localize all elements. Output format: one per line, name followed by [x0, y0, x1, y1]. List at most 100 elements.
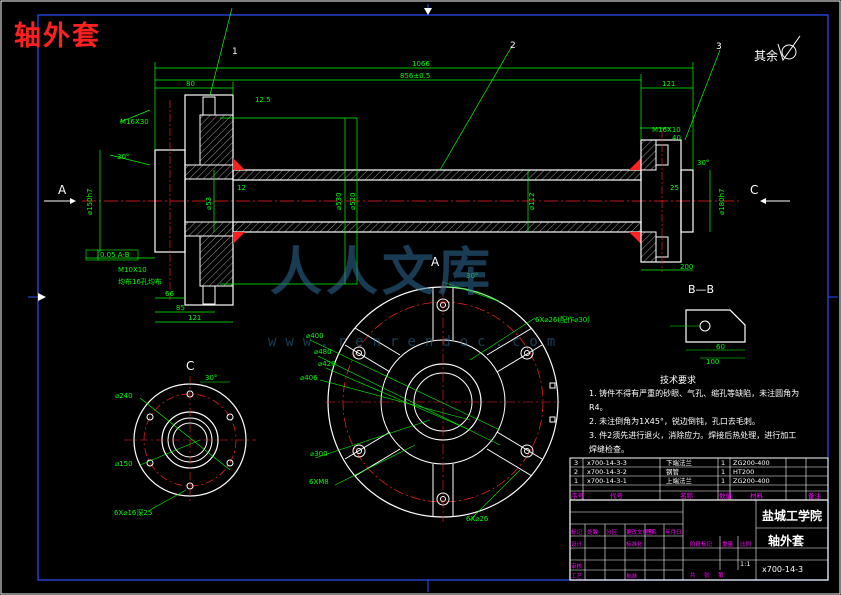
- bom-code: x700-14-3-2: [587, 468, 627, 476]
- section-arrow-a: A: [44, 183, 76, 204]
- tb-label: 更改文件号: [626, 528, 654, 536]
- dim-c-angle: 30°: [205, 374, 217, 382]
- dim-thread-left: M16X30: [120, 118, 149, 126]
- dim-right-flange: 121: [662, 80, 675, 88]
- dim-thread-right: M16X10: [652, 126, 681, 134]
- tech-line: 2. 未注倒角为1X45°，锐边倒钝，孔口去毛刺。: [589, 416, 760, 426]
- dim-d-left: ⌀150h7: [86, 189, 94, 215]
- balloon-1: 1: [232, 47, 238, 57]
- dim-overall: 1066: [412, 60, 430, 68]
- view-a-label: A: [431, 255, 440, 269]
- dim-c-holes: 6X⌀16深25: [114, 508, 152, 517]
- dim-inner: 856±0.5: [400, 72, 430, 80]
- surface-finish-label: 其余: [754, 48, 778, 63]
- balloon-2: 2: [510, 41, 516, 51]
- view-b: B—B 60 100: [670, 283, 746, 366]
- bom-name: 上端法兰: [666, 476, 693, 485]
- dim-c-d150: ⌀150: [115, 460, 133, 468]
- dim-ra: 12.5: [255, 96, 271, 104]
- bom-no: 3: [574, 459, 578, 467]
- bom-header: 代号: [610, 491, 624, 500]
- dim-left-flange: 80: [186, 80, 195, 88]
- dim-a-holes2: 6X⌀26: [466, 515, 489, 523]
- tb-label: 第: [718, 571, 724, 579]
- scale: 1:1: [740, 560, 750, 568]
- view-a: A: [300, 255, 590, 523]
- tb-label: 标准化: [626, 540, 643, 548]
- dim-a-d300: ⌀300: [310, 450, 328, 458]
- tb-label: 审核: [571, 562, 583, 570]
- tb-label: 标记: [571, 528, 583, 536]
- dim-85: 85: [176, 304, 185, 312]
- dim-121: 121: [188, 314, 201, 322]
- dim-d-pipe2: ⌀520: [349, 192, 357, 210]
- tech-line: 3. 件2须先进行退火，消除应力。焊接后热处理，进行加工: [589, 430, 796, 440]
- dim-c-d240: ⌀240: [115, 392, 133, 400]
- watermark: 人人文库: [270, 243, 495, 303]
- tech-line: 1. 铸件不得有严重的砂眼、气孔、缩孔等缺陷，未注圆角为: [589, 388, 799, 398]
- tech-line: R4。: [589, 403, 608, 412]
- bom-mat: HT200: [733, 468, 754, 476]
- bom-header: 材料: [750, 491, 764, 500]
- svg-text:A: A: [58, 183, 67, 197]
- dim-a-d400: ⌀400: [306, 332, 324, 340]
- bom-header: 备注: [808, 491, 822, 500]
- tb-label: 工艺: [571, 573, 583, 580]
- bom-no: 1: [574, 477, 578, 485]
- dim-66: 66: [165, 290, 174, 298]
- watermark-url: www.renrendoc.com: [268, 334, 565, 350]
- dim-a-m8: 6XM8: [309, 478, 329, 486]
- dim-d-right: ⌀180h7: [718, 189, 726, 215]
- dim-a-holes: 6X⌀26(配作⌀30): [535, 315, 590, 324]
- dim-25: 25: [670, 184, 679, 192]
- tb-label: 重量: [722, 540, 734, 548]
- dim-a-angle: 30°: [466, 272, 478, 280]
- part-name: 轴外套: [768, 533, 805, 548]
- tech-line: 焊缝检查。: [589, 444, 629, 454]
- bom-code: x700-14-3-3: [587, 459, 627, 467]
- main-section-view: 1 2 3 1066 856±0.5 80 121 M16X30 M16X10 …: [82, 7, 740, 323]
- bom-name: 钢管: [666, 467, 680, 476]
- drawing-title: 轴外套: [14, 21, 101, 52]
- tb-label: 设计: [571, 540, 583, 548]
- tb-label: 分区: [606, 528, 618, 536]
- title-block: 盐城工学院 轴外套 x700-14-3 1:1 标记 处数 分区 更改文件号 签…: [569, 499, 829, 581]
- dim-angle-right: 30°: [697, 159, 709, 167]
- tolerance-frame: 0.05 A-B: [100, 251, 130, 259]
- dim-a-d406: ⌀406: [300, 374, 318, 382]
- bom-name: 下端法兰: [666, 458, 693, 467]
- bom-header: 名称: [680, 491, 694, 500]
- drawing-code: x700-14-3: [762, 565, 803, 574]
- dim-b-60: 60: [716, 343, 725, 351]
- dim-a-d420: ⌀420: [318, 360, 336, 368]
- bom-qty: 1: [721, 468, 725, 476]
- view-c: C ⌀240 ⌀150 30° 6X⌀16深25: [114, 359, 256, 517]
- tb-label: 比例: [740, 540, 752, 548]
- tech-heading: 技术要求: [660, 374, 696, 386]
- tb-label: 处数: [587, 528, 599, 536]
- section-arrow-c: C: [750, 183, 790, 204]
- bom-header: 序号: [571, 491, 585, 500]
- dim-12: 12: [237, 184, 246, 192]
- dim-40: 40: [672, 134, 681, 142]
- technical-requirements: 技术要求 1. 铸件不得有严重的砂眼、气孔、缩孔等缺陷，未注圆角为 R4。 2.…: [589, 374, 799, 454]
- dim-d-bore: ⌀112: [528, 192, 536, 210]
- dim-angle: 30°: [117, 153, 129, 161]
- balloon-3: 3: [716, 42, 722, 52]
- tb-label: 年月日: [665, 528, 682, 536]
- dim-a-d480: ⌀480: [314, 348, 332, 356]
- svg-text:C: C: [750, 183, 758, 197]
- tb-label: 批准: [626, 572, 638, 580]
- bom-code: x700-14-3-1: [587, 477, 627, 485]
- bom-qty: 1: [721, 477, 725, 485]
- tb-label: 张: [704, 571, 710, 579]
- dim-b-100: 100: [706, 358, 719, 366]
- bom-qty: 1: [721, 459, 725, 467]
- bom-header: 数量: [719, 491, 733, 500]
- tb-label: 共: [690, 571, 696, 579]
- bom-mat: ZG200-400: [733, 459, 770, 467]
- dim-d-small: ⌀53: [205, 197, 213, 210]
- school-name: 盐城工学院: [762, 508, 822, 523]
